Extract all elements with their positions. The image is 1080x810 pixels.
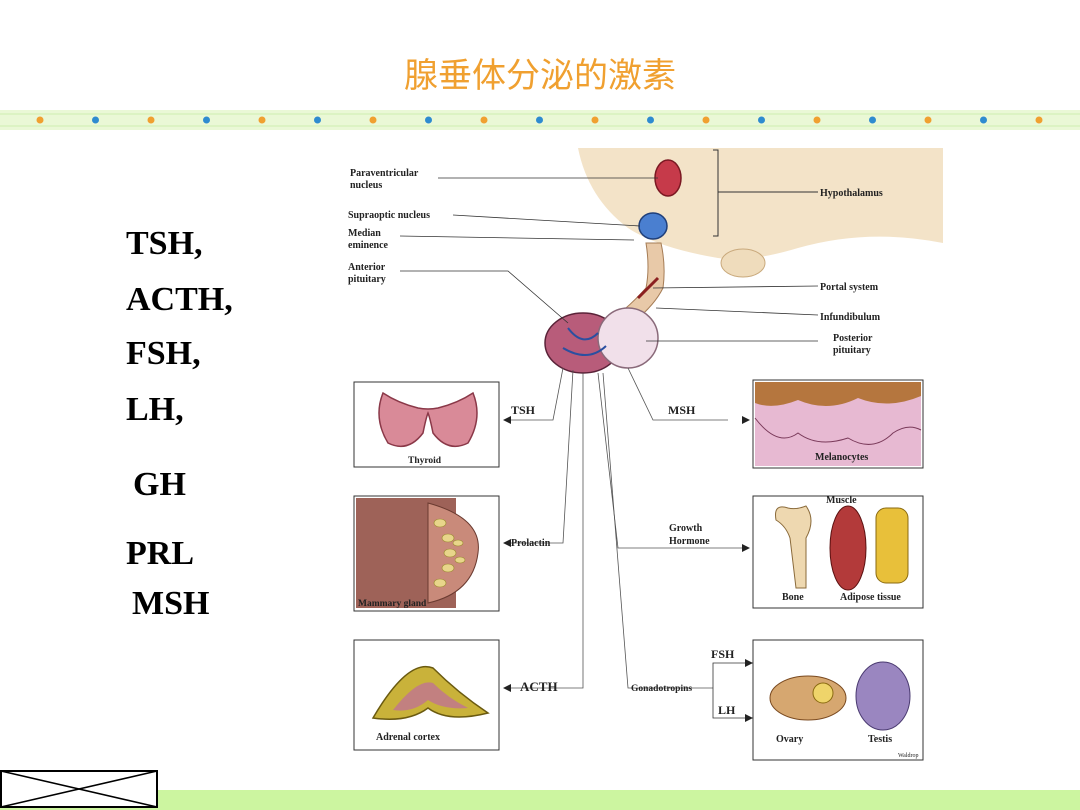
testis-illustration: [855, 661, 911, 731]
muscle-illustration: [829, 505, 867, 591]
posterior-pituitary: [597, 307, 659, 369]
divider-dot: [258, 116, 266, 124]
label-ovary: Ovary: [776, 734, 803, 745]
divider-dot: [980, 116, 987, 124]
label-prolactin: Prolactin: [511, 538, 551, 549]
divider-dot: [147, 116, 155, 124]
divider-dot: [702, 116, 710, 124]
label-tsh: TSH: [511, 403, 536, 417]
divider-dot: [203, 116, 210, 124]
label-median: Median: [348, 228, 381, 239]
bone-illustration: [775, 505, 812, 589]
label-msh: MSH: [668, 403, 696, 417]
divider-dot: [92, 116, 99, 124]
divider-dot: [813, 116, 821, 124]
label-median-2: eminence: [348, 240, 389, 251]
label-adipose: Adipose tissue: [840, 592, 901, 603]
ovary-illustration: [769, 675, 847, 721]
label-growth: Growth: [669, 523, 703, 534]
slide-title: 腺垂体分泌的激素: [404, 56, 676, 96]
label-thyroid: Thyroid: [408, 456, 442, 466]
label-testis: Testis: [868, 734, 892, 745]
label-anterior-2: pituitary: [348, 274, 386, 285]
label-muscle: Muscle: [826, 495, 857, 506]
divider-dot: [536, 116, 543, 124]
label-anterior: Anterior: [348, 262, 386, 273]
label-gonadotropins: Gonadotropins: [631, 684, 692, 694]
label-acth: ACTH: [520, 679, 558, 694]
paraventricular-nucleus: [654, 159, 682, 197]
hormone-msh: MSH: [132, 585, 210, 622]
divider-dot: [869, 116, 876, 124]
dotted-divider: [0, 110, 1080, 130]
label-posterior-2: pituitary: [833, 345, 871, 356]
divider-dot: [924, 116, 932, 124]
footer-bar: [0, 790, 1080, 810]
divider-dot: [314, 116, 321, 124]
hormone-list: TSH, ACTH, FSH, LH, GH PRL MSH: [0, 0, 300, 700]
label-infundibulum: Infundibulum: [820, 312, 881, 323]
pituitary-diagram: Paraventricular nucleus Supraoptic nucle…: [328, 148, 943, 780]
hormone-lh: LH,: [126, 391, 184, 428]
label-portal: Portal system: [820, 282, 879, 293]
label-posterior: Posterior: [833, 333, 873, 344]
hormone-tsh: TSH,: [126, 225, 203, 262]
label-paraventricular-2: nucleus: [350, 180, 382, 191]
label-adrenal: Adrenal cortex: [376, 732, 440, 743]
divider-dot: [36, 116, 44, 124]
label-bone: Bone: [782, 592, 804, 603]
hormone-fsh: FSH,: [126, 335, 201, 372]
label-hypothalamus: Hypothalamus: [820, 188, 883, 199]
divider-dot: [647, 116, 654, 124]
divider-dot: [758, 116, 765, 124]
supraoptic-nucleus: [638, 212, 668, 240]
hormone-acth: ACTH,: [126, 281, 233, 318]
divider-dot: [425, 116, 432, 124]
divider-dot: [369, 116, 377, 124]
label-fsh: FSH: [711, 647, 735, 661]
placeholder-box: [0, 770, 158, 808]
label-melanocytes: Melanocytes: [815, 452, 868, 463]
thyroid-illustration: [378, 391, 478, 448]
label-paraventricular: Paraventricular: [350, 168, 419, 179]
label-credit: Waldrop: [898, 753, 919, 759]
label-supraoptic: Supraoptic nucleus: [348, 210, 430, 221]
label-mammary: Mammary gland: [358, 599, 427, 609]
divider-dot: [1035, 116, 1043, 124]
divider-dot: [480, 116, 488, 124]
hormone-gh: GH: [133, 466, 186, 503]
label-lh: LH: [718, 703, 736, 717]
adipose-illustration: [875, 507, 909, 584]
hormone-prl: PRL: [126, 535, 194, 572]
label-growth-2: Hormone: [669, 536, 710, 547]
divider-dot: [591, 116, 599, 124]
